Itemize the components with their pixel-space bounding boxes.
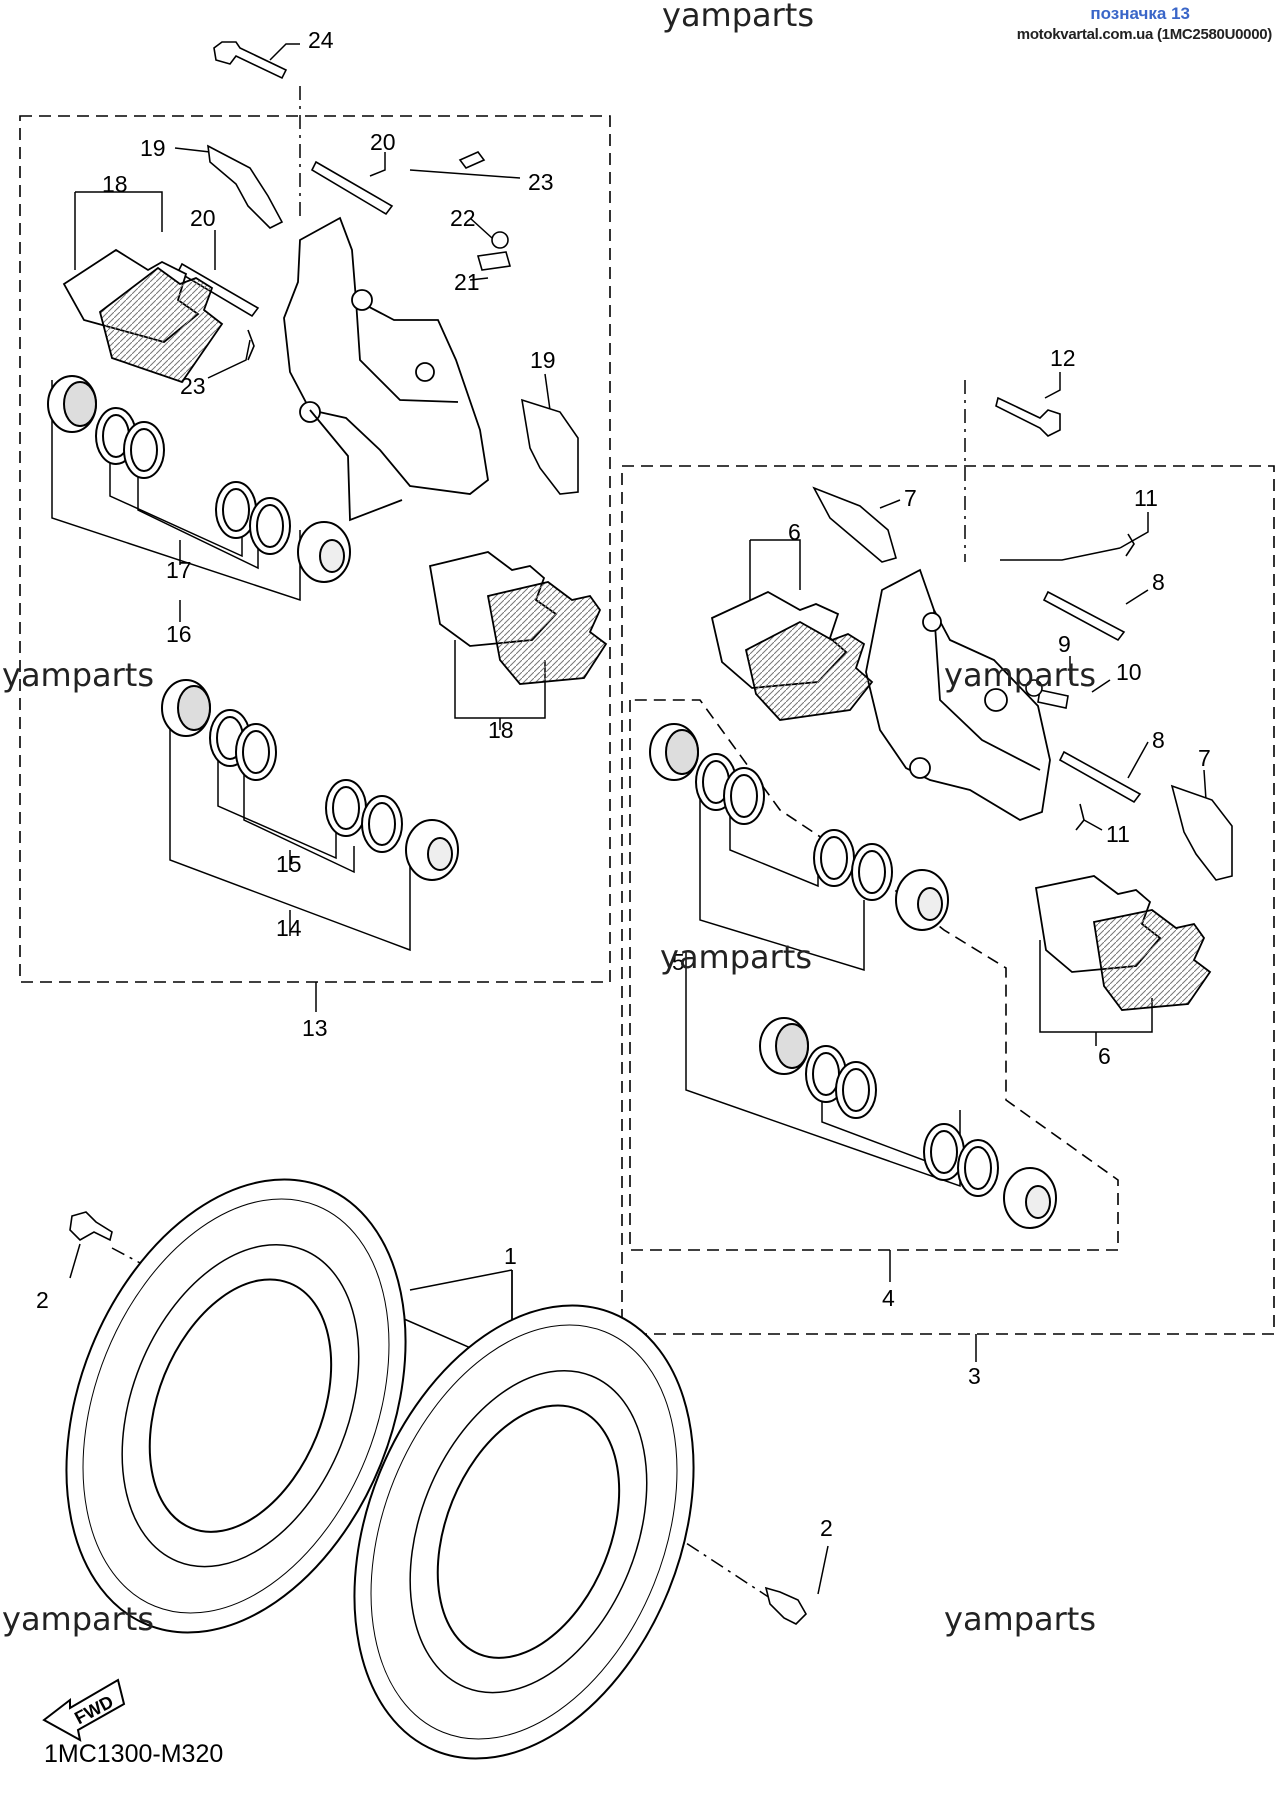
clip-23-top	[458, 151, 486, 169]
right-upper-row	[649, 723, 949, 931]
pad-18-top-front	[98, 266, 224, 384]
bolt-12	[995, 396, 1061, 437]
right-caliper	[865, 568, 1051, 821]
pistons-and-seals	[47, 375, 1057, 1229]
left-upper-row	[47, 375, 351, 583]
clip-11-upper	[1125, 533, 1135, 557]
callout-3: 3	[968, 1363, 981, 1389]
right-lower-row	[759, 1017, 1057, 1229]
spring-7-right	[1170, 784, 1233, 881]
right-caliper-body	[865, 568, 1051, 821]
callout-5: 5	[672, 949, 685, 975]
callout-19-right: 19	[530, 347, 556, 373]
clip-11-lower	[1075, 803, 1085, 831]
callout-23-left: 23	[180, 373, 206, 399]
bolt-24	[213, 41, 288, 80]
left-lower-row	[161, 679, 459, 881]
watermark-center: yamparts	[660, 938, 812, 976]
callout-14: 14	[276, 915, 302, 941]
spring-19-top	[207, 144, 284, 229]
callout-12: 12	[1050, 345, 1076, 371]
header-title: позначка 13	[1090, 4, 1190, 23]
left-caliper-body	[283, 216, 489, 495]
pad-18-right-front	[486, 581, 608, 685]
callout-21: 21	[454, 269, 480, 295]
pin-8-upper	[1042, 590, 1126, 642]
pins-and-bolts	[69, 41, 1142, 1625]
watermark-right-bottom: yamparts	[944, 1600, 1096, 1638]
callout-22: 22	[450, 205, 476, 231]
callout-labels: 24 20 19 23 18 20 22 21 19 23 17 16 18 1…	[36, 27, 1211, 1541]
pad-6-right-front	[1092, 909, 1212, 1011]
watermarks: yamparts yamparts yamparts yamparts yamp…	[2, 0, 1096, 1638]
callout-20-left: 20	[190, 205, 216, 231]
callout-10: 10	[1116, 659, 1142, 685]
bleeder-21	[476, 251, 512, 271]
right-caliper-outer-box	[621, 465, 1275, 1335]
clip-23-left	[247, 329, 255, 361]
fwd-arrow: FWD	[42, 1678, 126, 1742]
left-caliper	[283, 216, 489, 522]
callout-4: 4	[882, 1285, 895, 1311]
pin-20-top	[310, 160, 394, 216]
callout-8-upper: 8	[1152, 569, 1165, 595]
pad-springs	[207, 144, 1233, 881]
pin-20-left	[176, 262, 260, 318]
callout-2-left: 2	[36, 1287, 49, 1313]
callout-7-right: 7	[1198, 745, 1211, 771]
watermark-left-mid: yamparts	[2, 656, 154, 694]
callout-16: 16	[166, 621, 192, 647]
bolt-2-right	[764, 1586, 807, 1625]
callout-15: 15	[276, 851, 302, 877]
header-source: motokvartal.com.ua (1MC2580U0000)	[1016, 26, 1273, 43]
callout-20-top: 20	[370, 129, 396, 155]
callout-13: 13	[302, 1015, 328, 1041]
bolt-2-left	[69, 1211, 113, 1242]
bleeder-10	[1037, 689, 1069, 709]
callout-17: 17	[166, 557, 192, 583]
callout-8-lower: 8	[1152, 727, 1165, 753]
left-caliper-box	[19, 115, 611, 983]
brake-discs	[65, 1178, 695, 1760]
pad-6-top-front	[744, 620, 874, 721]
callout-7-top: 7	[904, 485, 917, 511]
pin-8-lower	[1058, 750, 1142, 804]
callout-6-top: 6	[788, 519, 801, 545]
callout-23-top: 23	[528, 169, 554, 195]
bleeder-cap-9	[1025, 679, 1043, 697]
watermark-top: yamparts	[662, 0, 814, 34]
callout-24: 24	[308, 27, 334, 53]
brake-disc-right	[353, 1304, 695, 1760]
spring-19-right	[520, 398, 579, 495]
callout-18-right: 18	[488, 717, 514, 743]
callout-1: 1	[504, 1243, 517, 1269]
brake-pads	[62, 248, 1212, 1011]
spring-7-top	[812, 486, 897, 563]
watermark-right-mid: yamparts	[944, 656, 1096, 694]
callout-19-top: 19	[140, 135, 166, 161]
callout-11-lower: 11	[1106, 821, 1130, 847]
diagram-code: 1MC1300-M320	[44, 1740, 224, 1768]
callout-9: 9	[1058, 631, 1071, 657]
callout-11-upper: 11	[1134, 485, 1158, 511]
watermark-left-bottom: yamparts	[2, 1600, 154, 1638]
callout-18-top: 18	[102, 171, 128, 197]
callout-2-right: 2	[820, 1515, 833, 1541]
callout-6-right: 6	[1098, 1043, 1111, 1069]
bleeder-cap-22	[491, 231, 509, 249]
brake-disc-left	[65, 1178, 407, 1634]
